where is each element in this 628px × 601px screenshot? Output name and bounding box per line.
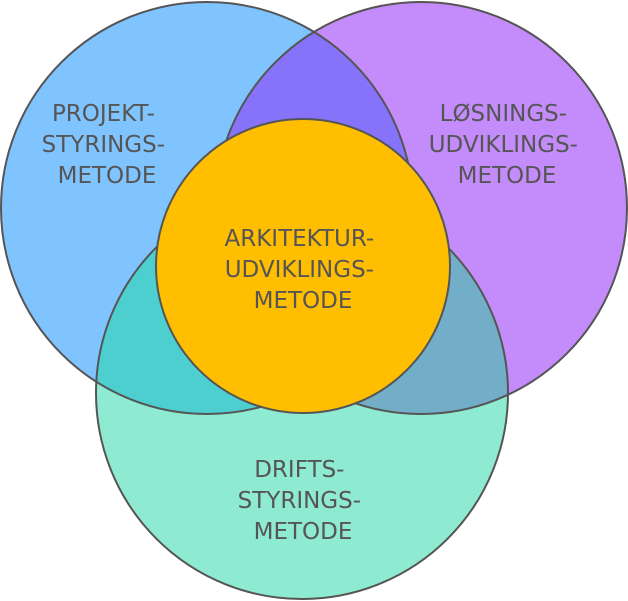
label-solution-line-2: UDVIKLINGS- (429, 132, 578, 158)
label-operations-line-1: DRIFTS- (254, 457, 344, 483)
label-project-line-2: STYRINGS- (42, 132, 165, 158)
circle-architecture (155, 118, 451, 414)
label-project: PROJEKT- STYRINGS- METODE (42, 101, 173, 189)
label-solution: LØSNINGS- UDVIKLINGS- METODE (429, 101, 586, 189)
label-solution-line-1: LØSNINGS- (440, 101, 567, 127)
label-operations: DRIFTS- STYRINGS- METODE (238, 457, 369, 545)
label-project-line-3: METODE (58, 163, 157, 189)
label-architecture-line-2: UDVIKLINGS- (225, 257, 374, 283)
label-architecture-line-3: METODE (254, 288, 353, 314)
label-solution-line-3: METODE (458, 163, 557, 189)
label-operations-line-3: METODE (254, 519, 353, 545)
label-architecture: ARKITEKTUR- UDVIKLINGS- METODE (224, 226, 381, 314)
label-operations-line-2: STYRINGS- (238, 488, 361, 514)
label-project-line-1: PROJEKT- (52, 101, 155, 127)
label-architecture-line-1: ARKITEKTUR- (224, 226, 374, 252)
